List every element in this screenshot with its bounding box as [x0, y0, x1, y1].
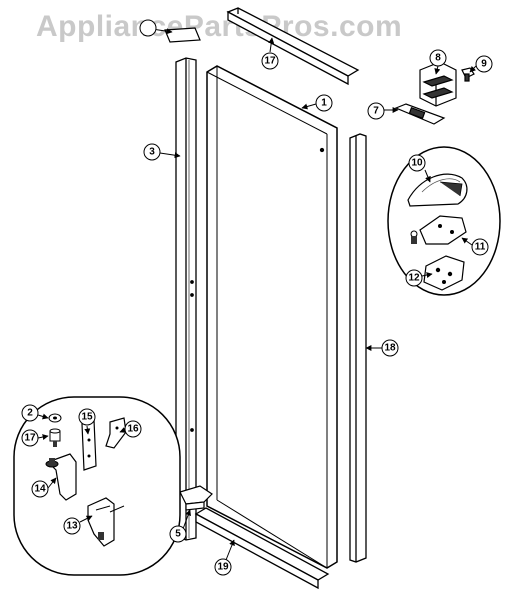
callout-11: 11	[475, 242, 486, 253]
part-top-hinge-assembly	[394, 61, 475, 125]
callout-markers	[21, 19, 493, 576]
callout-circle-9	[475, 55, 493, 73]
callout-circle-10	[408, 154, 426, 172]
callout-circle-17b	[21, 429, 39, 447]
callout-circle-13	[63, 517, 81, 535]
callout-19: 19	[217, 562, 229, 573]
callout-10: 10	[411, 158, 423, 169]
callout-circle-16	[124, 420, 142, 438]
watermark-text: AppliancePartsPros.com	[36, 10, 403, 43]
part-top-channel	[226, 7, 360, 86]
callout-circle-3	[143, 143, 161, 161]
callout-circle-14	[31, 480, 49, 498]
callout-15: 15	[81, 412, 93, 423]
part-top-clip	[164, 27, 201, 43]
callout-18: 18	[384, 343, 396, 354]
callout-circle-7	[367, 102, 385, 120]
callout-1: 1	[321, 98, 327, 109]
callout-2: 2	[27, 408, 33, 419]
callout-circle-18	[381, 339, 399, 357]
callout-3: 3	[149, 147, 155, 158]
callout-7: 7	[373, 106, 379, 117]
callout-circle-17a	[261, 52, 279, 70]
callout-circle-top-clip	[139, 19, 157, 37]
leader-lines	[37, 28, 477, 561]
callout-5: 5	[175, 529, 181, 540]
inset-hinge-covers	[387, 146, 501, 296]
part-door-panel	[206, 65, 338, 569]
callout-labels: 17 1 3 5 19 18 7 8 9 10 11 12 2 17 14 15…	[24, 53, 487, 573]
callout-circle-19	[214, 558, 232, 576]
part-bottom-hinge-bracket	[179, 485, 213, 511]
callout-circle-8	[429, 49, 447, 67]
callout-9: 9	[481, 59, 487, 70]
callout-17b: 17	[24, 433, 36, 444]
callout-12: 12	[408, 273, 420, 284]
callout-circle-15	[78, 408, 96, 426]
callout-14: 14	[34, 484, 46, 495]
callout-8: 8	[435, 53, 441, 64]
callout-circle-5	[169, 525, 187, 543]
callout-circle-11	[471, 238, 489, 256]
callout-circle-2	[21, 404, 39, 422]
part-bottom-channel	[194, 507, 330, 590]
inset-hinge-parts	[13, 396, 181, 576]
part-right-channel	[349, 133, 367, 563]
callout-13: 13	[66, 521, 78, 532]
callout-circle-1	[315, 94, 333, 112]
callout-16: 16	[127, 424, 139, 435]
callout-17a: 17	[264, 56, 276, 67]
callout-circle-12	[405, 269, 423, 287]
